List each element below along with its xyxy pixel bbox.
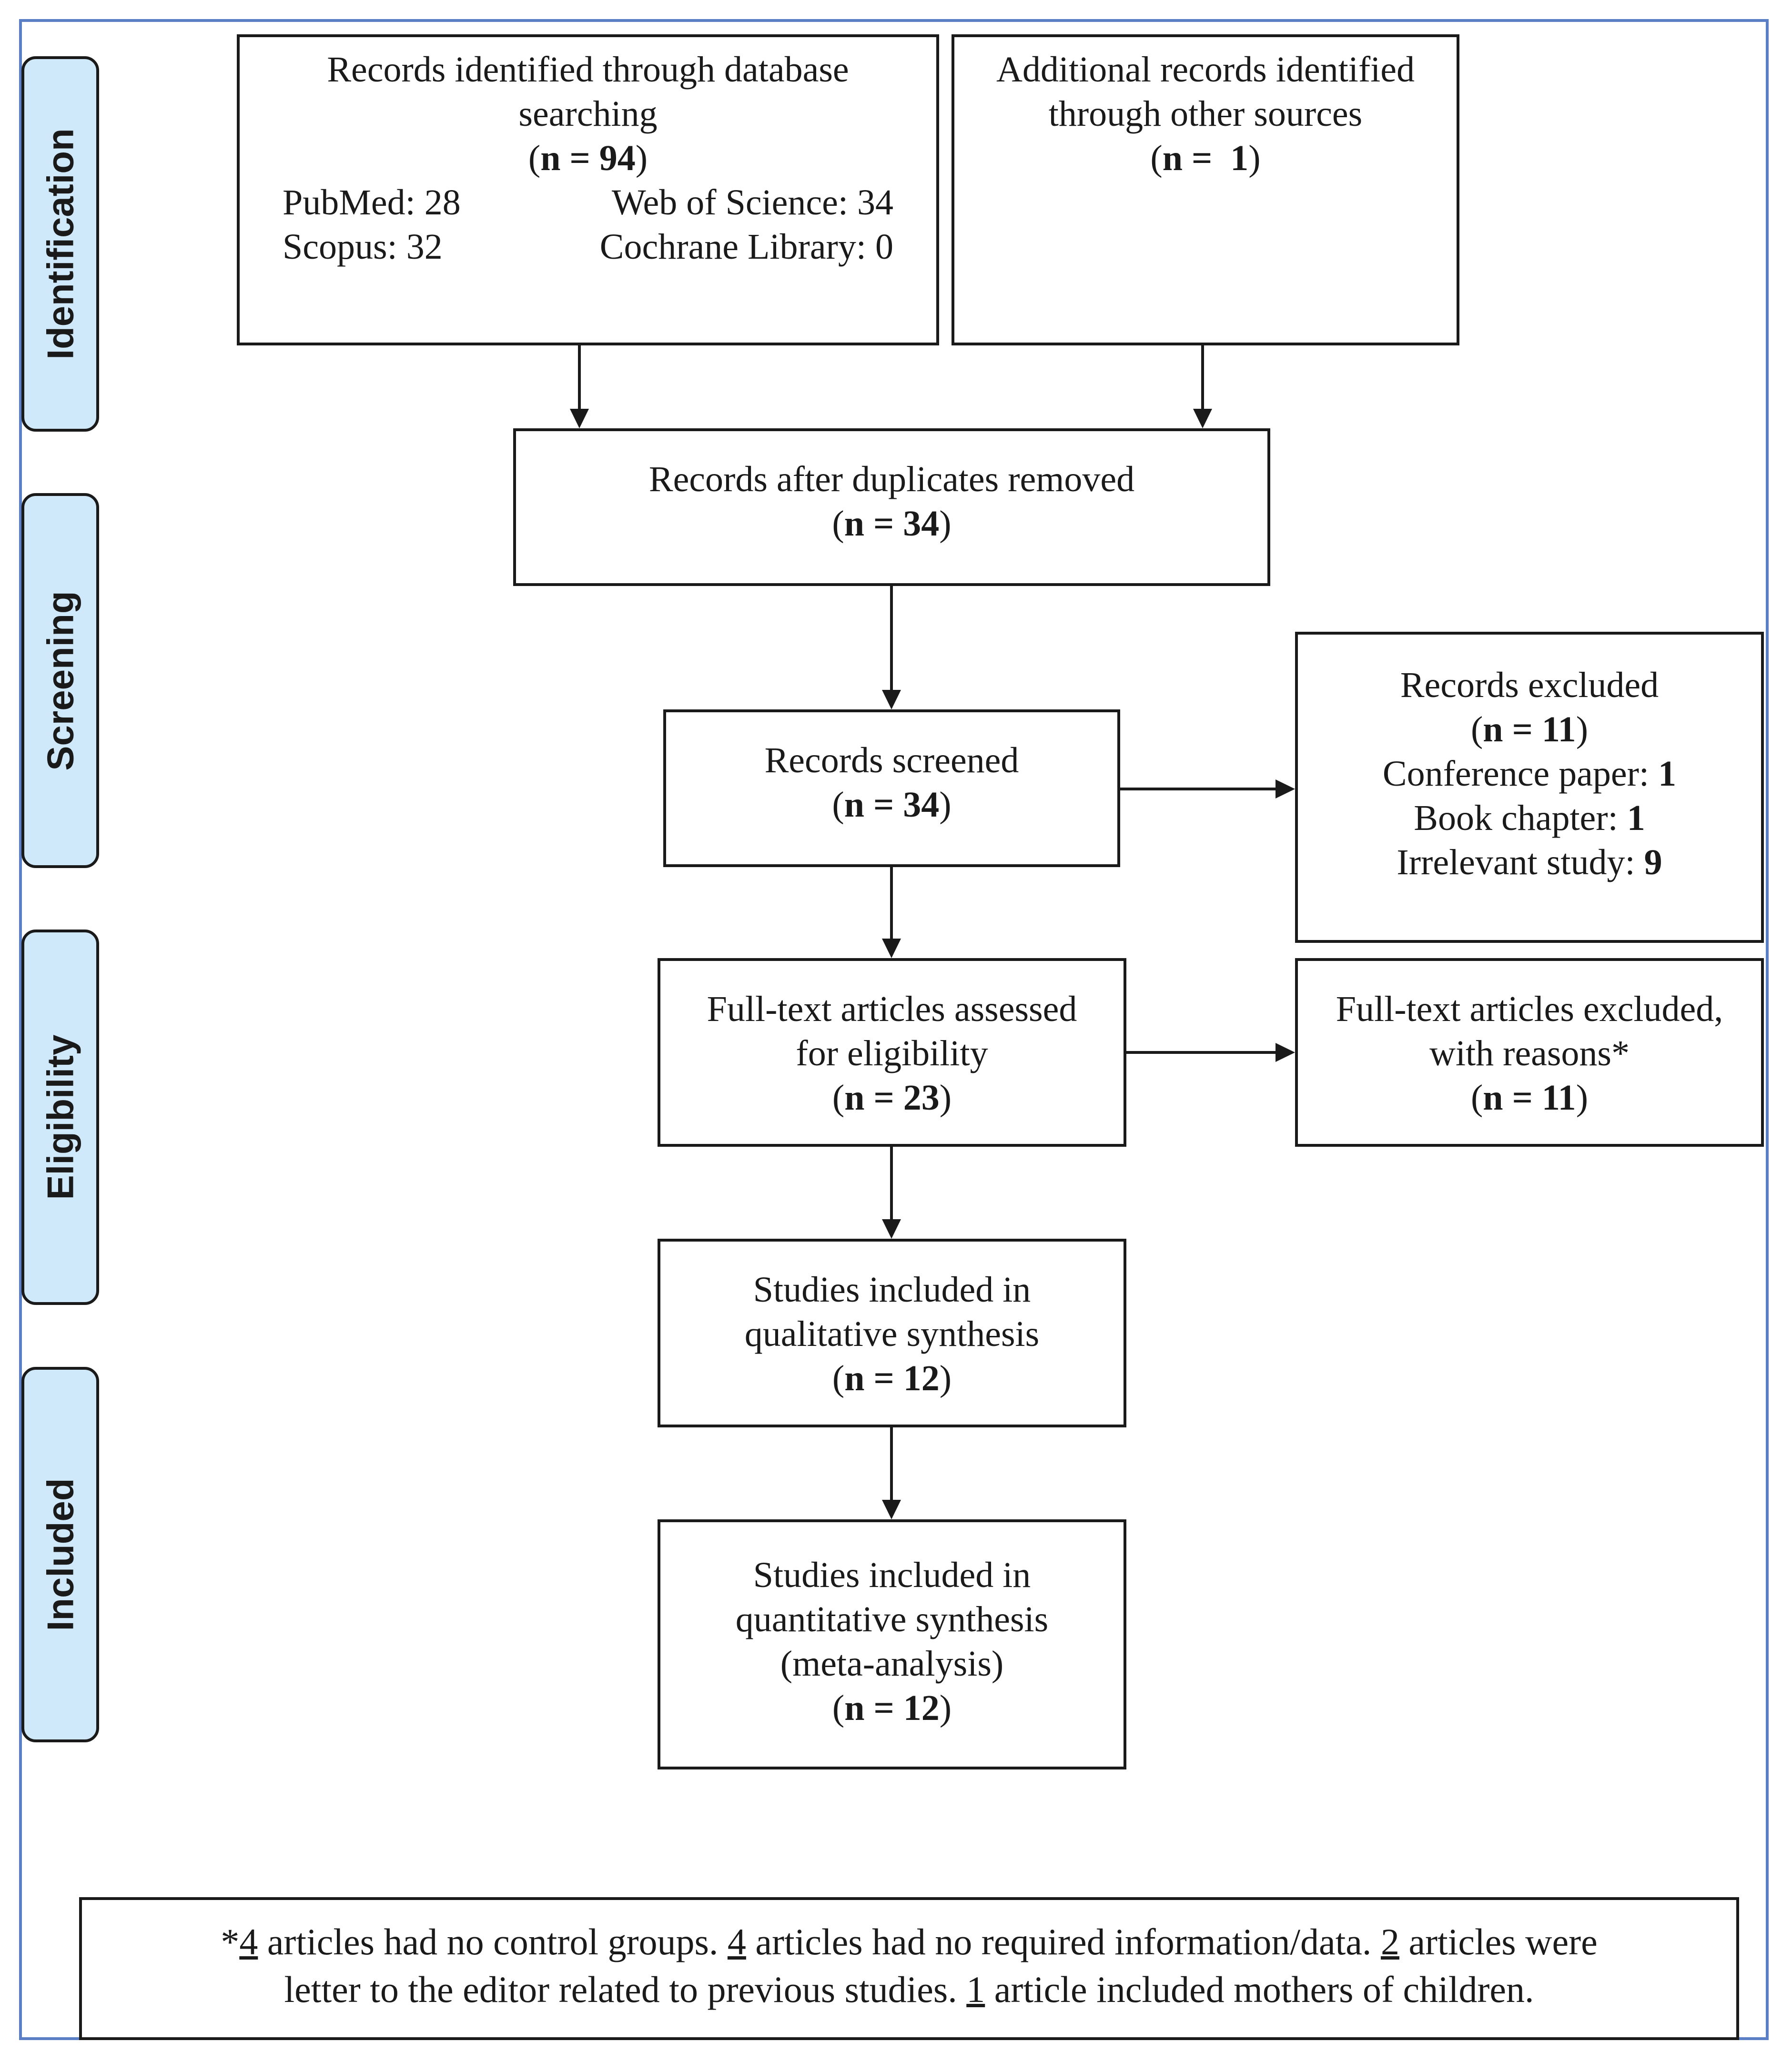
arrowhead (882, 690, 901, 709)
database-search-box: Records identified through database sear… (237, 34, 939, 345)
box-title: Full-text articles assessed (707, 989, 1077, 1029)
box-title: Additional records identified (996, 50, 1415, 90)
source-pubmed: PubMed: 28 (283, 182, 461, 222)
count-value: 34 (903, 785, 940, 825)
count: (n = 34) (832, 504, 952, 544)
box-title: Studies included in (753, 1270, 1031, 1310)
arrowhead (570, 409, 589, 428)
count: (n = 94) (528, 138, 648, 178)
box-title: with reasons* (1429, 1033, 1630, 1073)
fulltext-assessed-box: Full-text articles assessed for eligibil… (658, 958, 1126, 1147)
box-title: searching (518, 94, 658, 134)
count-value: 94 (599, 138, 636, 178)
box-title: Records after duplicates removed (648, 459, 1135, 499)
exclusion-reason: Conference paper: 1 (1382, 754, 1677, 794)
source-scopus: Scopus: 32 (283, 227, 443, 267)
box-title: Records identified through database (327, 50, 849, 90)
stage-screening: Screening (21, 493, 99, 868)
exclusion-reason: Book chapter: 1 (1414, 798, 1645, 838)
footnote-line: *4 articles had no control groups. 4 art… (221, 1921, 1598, 1962)
box-title: Studies included in (753, 1555, 1031, 1595)
additional-records-box: Additional records identified through ot… (952, 34, 1459, 345)
count: (n = 12) (832, 1688, 952, 1728)
arrowhead (1193, 409, 1212, 428)
records-screened-box: Records screened (n = 34) (663, 709, 1120, 867)
box-title: (meta-analysis) (780, 1644, 1004, 1684)
box-title: qualitative synthesis (744, 1314, 1040, 1354)
count: (n = 1) (1150, 138, 1261, 178)
sources-row: PubMed: 28 Web of Science: 34 (240, 181, 936, 225)
count-value: 12 (903, 1688, 940, 1728)
stage-identification: Identification (21, 56, 99, 432)
records-excluded-box: Records excluded (n = 11) Conference pap… (1295, 632, 1764, 943)
qualitative-synthesis-box: Studies included in qualitative synthesi… (658, 1239, 1126, 1427)
box-title: Records screened (764, 740, 1019, 780)
source-web-of-science: Web of Science: 34 (611, 182, 893, 222)
arrowhead (1276, 1043, 1295, 1062)
box-title: for eligibility (796, 1033, 988, 1073)
sources-row: Scopus: 32 Cochrane Library: 0 (240, 225, 936, 269)
fulltext-excluded-box: Full-text articles excluded, with reason… (1295, 958, 1764, 1147)
box-title: Records excluded (1400, 665, 1659, 705)
count-value: 11 (1541, 1078, 1576, 1118)
count-value: 11 (1541, 709, 1576, 749)
footnote-line: letter to the editor related to previous… (284, 1969, 1534, 2010)
count-value: 23 (903, 1078, 940, 1118)
box-title: Full-text articles excluded, (1336, 989, 1723, 1029)
count-value: 1 (1230, 138, 1249, 178)
count: (n = 23) (832, 1078, 952, 1118)
quantitative-synthesis-box: Studies included in quantitative synthes… (658, 1519, 1126, 1769)
stage-eligibility: Eligibility (21, 930, 99, 1305)
arrowhead (1276, 779, 1295, 799)
count-value: 34 (903, 504, 940, 544)
box-title: through other sources (1048, 94, 1363, 134)
arrowhead (882, 1500, 901, 1519)
count-value: 12 (903, 1358, 940, 1398)
duplicates-removed-box: Records after duplicates removed (n = 34… (513, 428, 1270, 586)
exclusion-reason: Irrelevant study: 9 (1397, 842, 1662, 882)
count: (n = 12) (832, 1358, 952, 1398)
source-cochrane: Cochrane Library: 0 (599, 227, 893, 267)
arrowhead (882, 1219, 901, 1239)
count: (n = 11) (1470, 709, 1588, 749)
count: (n = 34) (832, 785, 952, 825)
footnote-box: *4 articles had no control groups. 4 art… (79, 1897, 1739, 2040)
count: (n = 11) (1470, 1078, 1588, 1118)
stage-included: Included (21, 1367, 99, 1742)
arrowhead (882, 939, 901, 958)
box-title: quantitative synthesis (735, 1599, 1049, 1639)
